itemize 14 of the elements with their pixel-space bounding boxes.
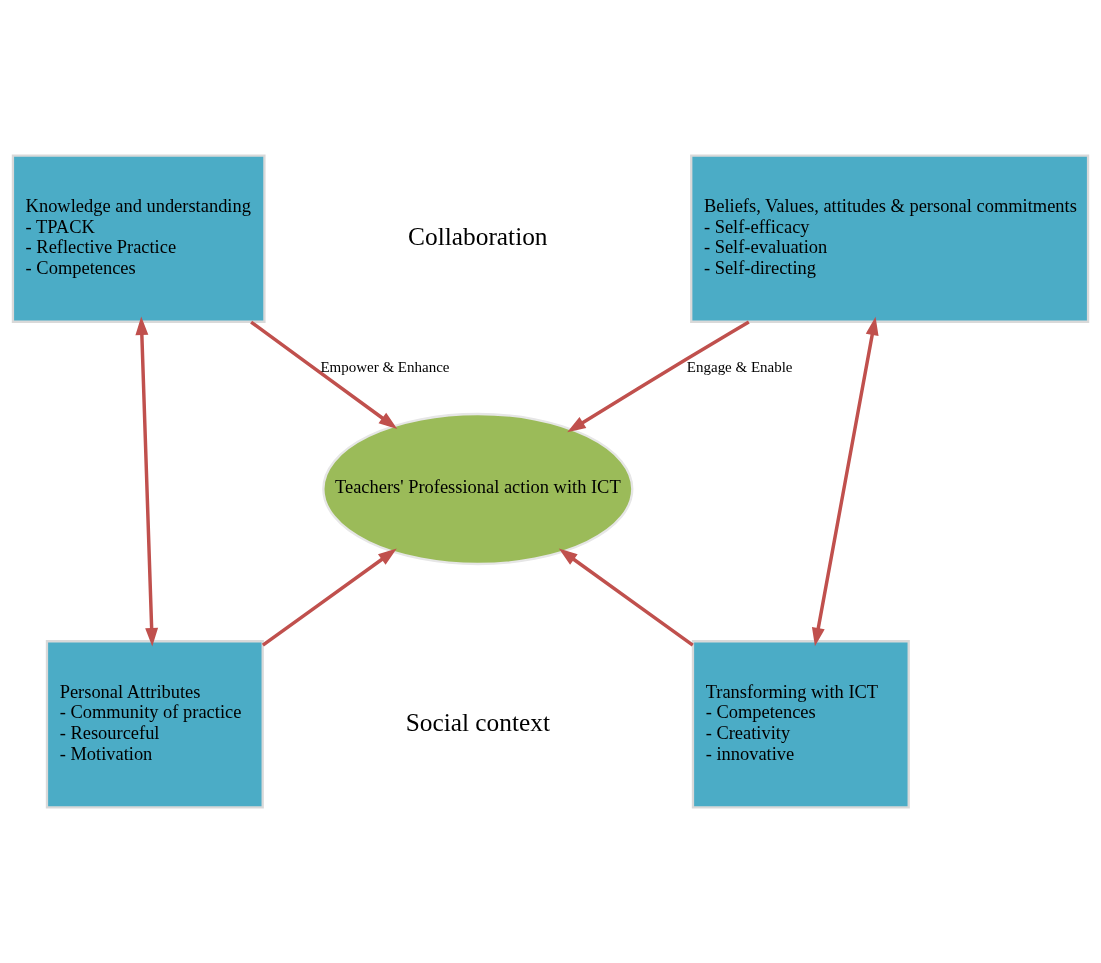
node-box: Beliefs, Values, attitudes & personal commitments - Self-efficacy - Self-evaluation - Self-directing	[690, 154, 1090, 323]
arrow	[558, 548, 694, 647]
arrow	[135, 316, 159, 647]
node-box: Transforming with ICT - Competences - Creativity - innovative	[691, 640, 910, 809]
arrow	[261, 548, 397, 647]
arrow	[250, 320, 398, 429]
arrow	[811, 316, 879, 647]
label: Collaboration	[408, 222, 548, 251]
node-box: Personal Attributes - Community of practice - Resourceful - Motivation	[45, 640, 264, 809]
edge-label: Engage & Enable	[686, 358, 793, 375]
label: Social context	[405, 707, 551, 736]
arrow	[567, 320, 750, 433]
node-box: Knowledge and understanding - TPACK - Reflective Practice - Competences	[11, 154, 266, 323]
edge-label: Empower & Enhance	[320, 358, 450, 375]
